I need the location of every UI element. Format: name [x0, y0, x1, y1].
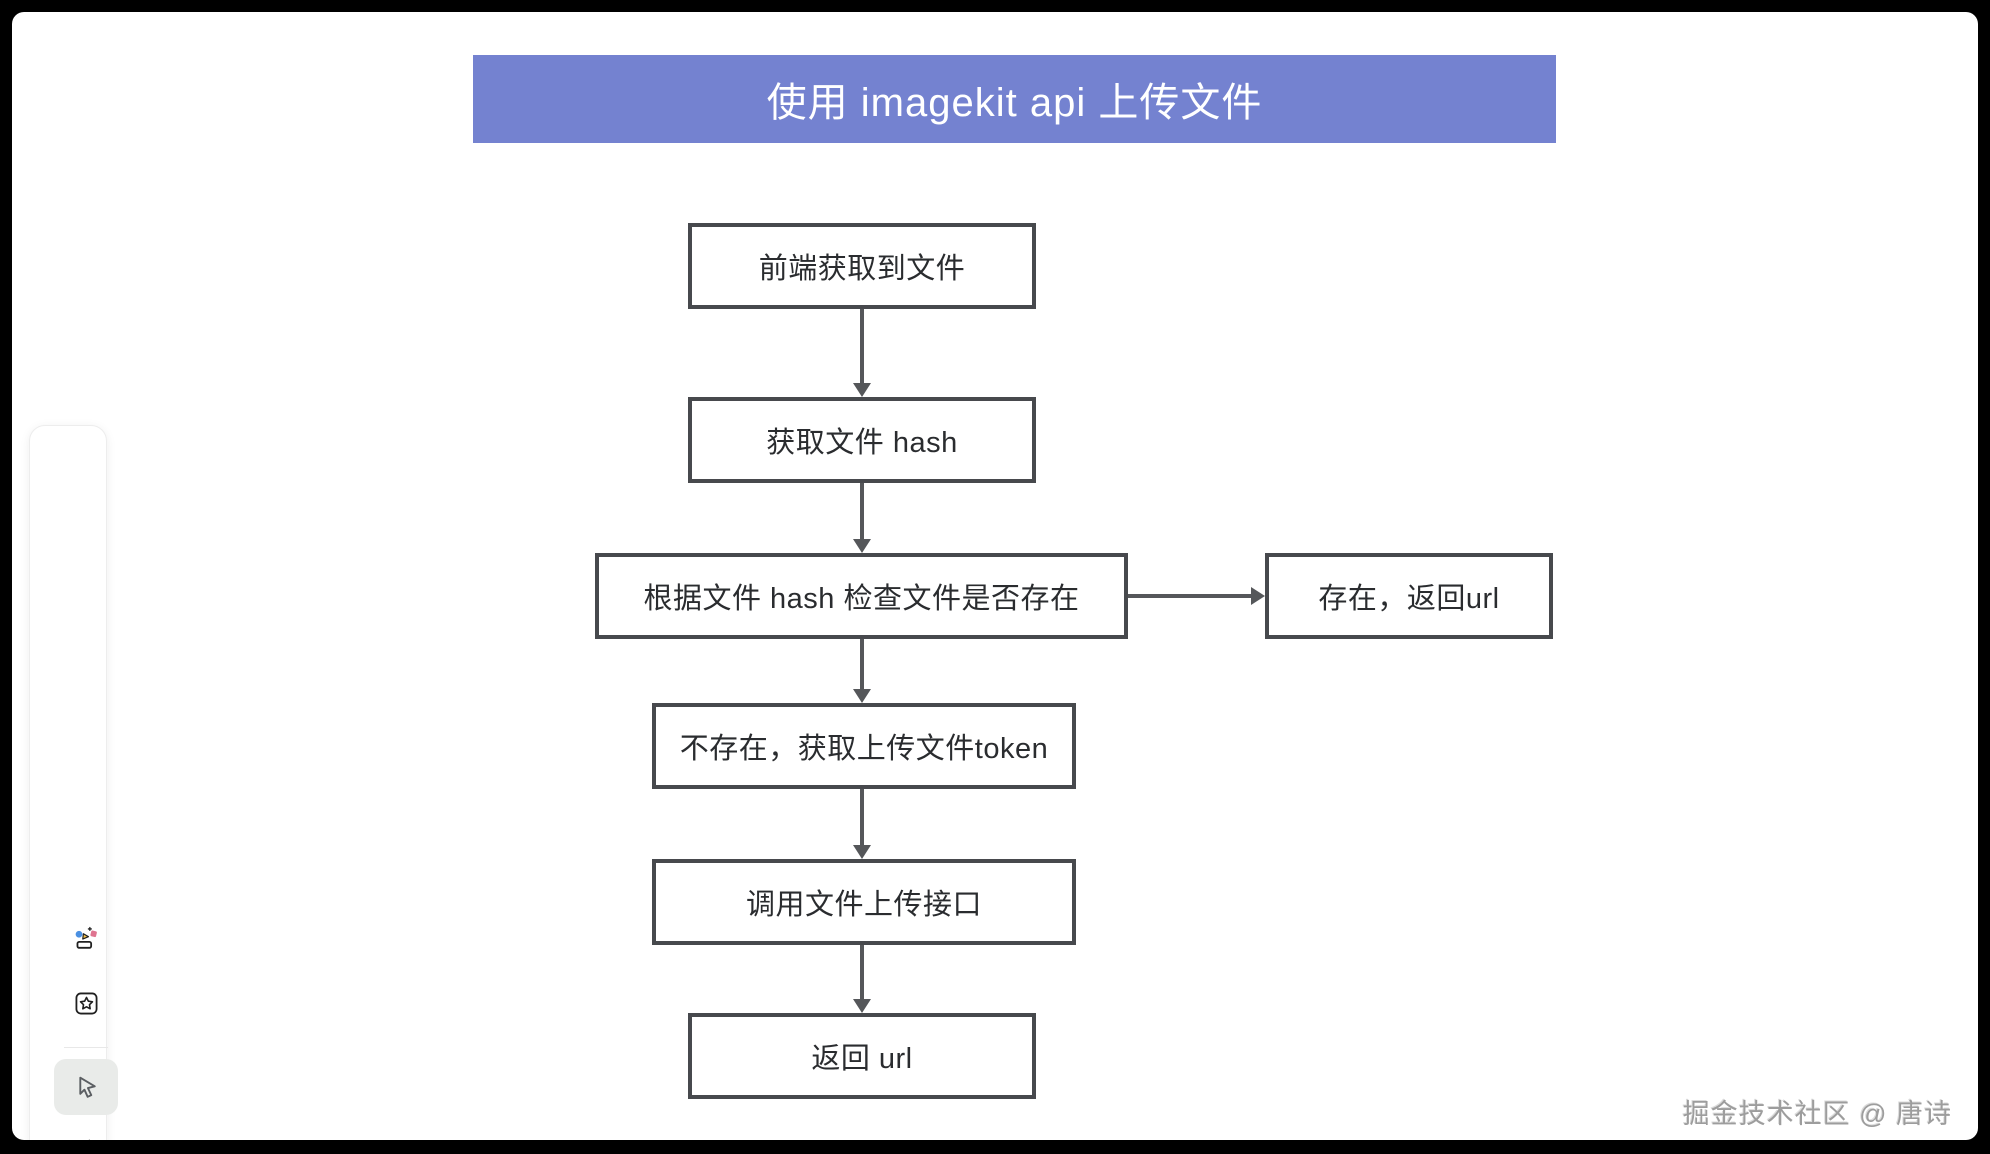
arrow-head-icon	[853, 845, 871, 859]
toolbar	[29, 425, 118, 1140]
flow-node-return-url[interactable]: 返回 url	[688, 1013, 1036, 1099]
arrow-head-icon	[853, 999, 871, 1013]
cursor-icon	[71, 1072, 102, 1103]
frame-tool[interactable]	[54, 975, 118, 1031]
arrow-line	[860, 309, 864, 383]
flow-title-banner[interactable]: 使用 imagekit api 上传文件	[473, 55, 1556, 143]
draw-tool[interactable]	[54, 1122, 118, 1140]
flow-node-get-hash[interactable]: 获取文件 hash	[688, 397, 1036, 483]
arrow-line	[1128, 594, 1251, 598]
toolbar-divider	[64, 1047, 108, 1048]
flow-node-get-file[interactable]: 前端获取到文件	[688, 223, 1036, 309]
arrow-head-icon	[853, 689, 871, 703]
drawing-canvas[interactable]: 使用 imagekit api 上传文件 前端获取到文件 获取文件 hash 根…	[12, 12, 1978, 1140]
arrow-line	[860, 639, 864, 689]
select-tool[interactable]	[54, 1059, 118, 1115]
frame-star-icon	[71, 988, 102, 1019]
flow-node-not-exists-get-token[interactable]: 不存在，获取上传文件token	[652, 703, 1076, 789]
watermark-text: 掘金技术社区 @ 唐诗	[1682, 1099, 1952, 1129]
arrow-head-icon	[1251, 587, 1265, 605]
flow-node-check-exists[interactable]: 根据文件 hash 检查文件是否存在	[595, 553, 1128, 639]
arrow-head-icon	[853, 383, 871, 397]
arrow-line	[860, 483, 864, 539]
shape-library-icon	[75, 923, 97, 954]
arrow-head-icon	[853, 539, 871, 553]
pencil-scribble-icon	[71, 1135, 102, 1141]
shape-library-tool[interactable]	[54, 910, 118, 966]
flow-node-call-upload-api[interactable]: 调用文件上传接口	[652, 859, 1076, 945]
flow-node-exists-return-url[interactable]: 存在，返回url	[1265, 553, 1553, 639]
arrow-line	[860, 789, 864, 845]
arrow-line	[860, 945, 864, 999]
